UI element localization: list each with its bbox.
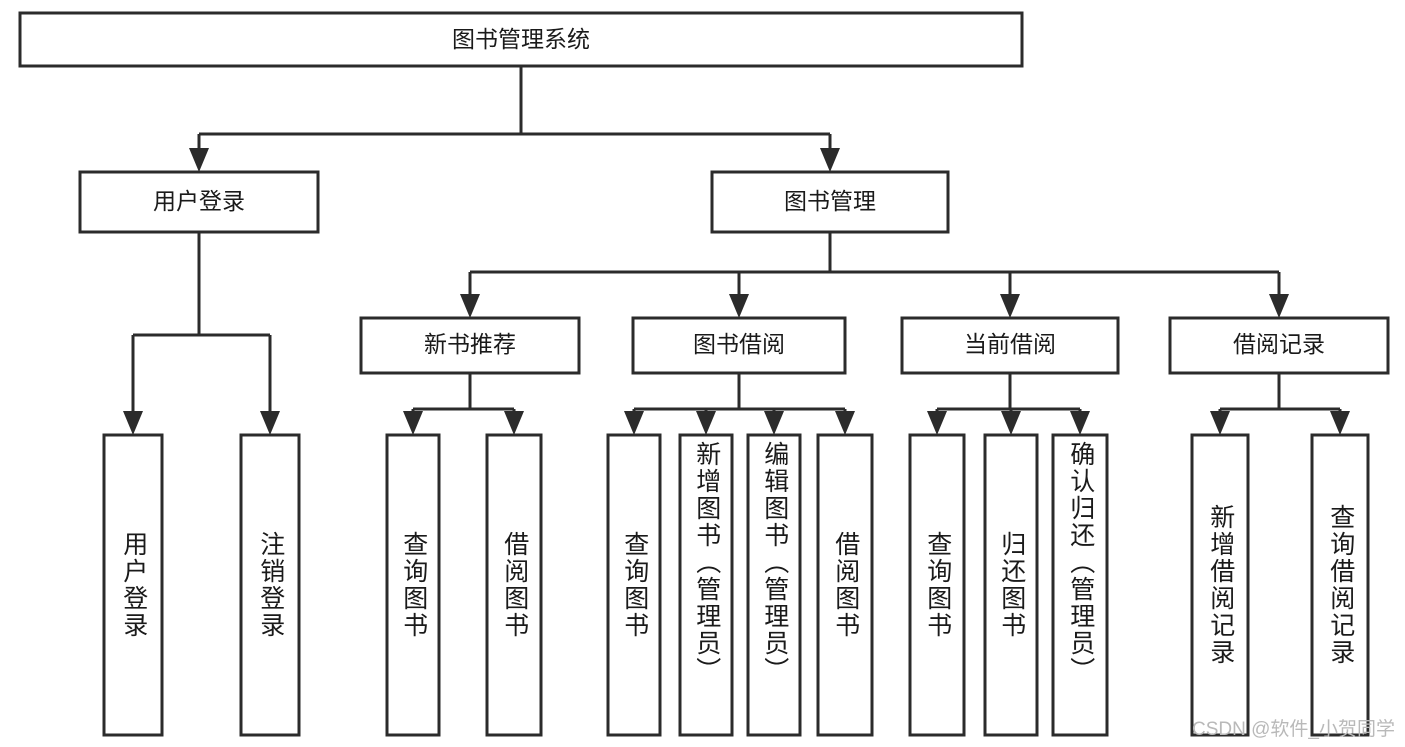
node-book-management-label: 图书管理 <box>784 188 876 214</box>
leaf-box-query-book-current[interactable] <box>908 433 966 737</box>
leaf-box-query-book-borrow[interactable] <box>606 433 662 737</box>
leaf-box-borrow-book-rec[interactable] <box>485 433 543 737</box>
leaf-box-confirm-return-admin[interactable] <box>1051 433 1109 737</box>
arrowhead-current-borrow <box>1000 294 1020 318</box>
node-user-login-box[interactable] <box>78 170 320 234</box>
leaf-box-borrow-book[interactable] <box>816 433 874 737</box>
arrowhead-leaf-confirm-return-admin <box>1070 411 1090 435</box>
node-root-label: 图书管理系统 <box>452 26 590 52</box>
arrowhead-leaf-query-book-current <box>927 411 947 435</box>
node-current-borrow-box[interactable] <box>900 316 1120 375</box>
arrowhead-leaf-query-book-rec <box>403 411 423 435</box>
arrowhead-leaf-borrow-book <box>835 411 855 435</box>
node-user-login-label: 用户登录 <box>153 188 245 214</box>
leaf-box-add-borrow-record[interactable] <box>1190 433 1250 737</box>
arrowhead-book-management <box>820 148 840 172</box>
arrowhead-leaf-add-book-admin <box>696 411 716 435</box>
arrowhead-user-login <box>189 148 209 172</box>
arrowhead-leaf-borrow-book-rec <box>504 411 524 435</box>
arrowhead-leaf-logout <box>260 411 280 435</box>
arrowhead-book-borrow <box>729 294 749 318</box>
arrowhead-borrow-record <box>1269 294 1289 318</box>
arrowhead-leaf-query-borrow-record <box>1330 411 1350 435</box>
leaf-box-query-book-rec[interactable] <box>385 433 441 737</box>
node-new-book-recommend-label: 新书推荐 <box>424 331 516 357</box>
csdn-watermark: CSDN @软件_小贺同学 <box>1192 719 1395 740</box>
node-book-borrow-label: 图书借阅 <box>693 331 785 357</box>
node-root-box[interactable] <box>18 11 1024 68</box>
node-current-borrow-label: 当前借阅 <box>964 331 1056 357</box>
arrowhead-leaf-return-book <box>1001 411 1021 435</box>
arrowhead-leaf-edit-book-admin <box>764 411 784 435</box>
arrowhead-leaf-user-login <box>123 411 143 435</box>
arrowhead-leaf-query-book-borrow <box>624 411 644 435</box>
leaf-box-return-book[interactable] <box>983 433 1039 737</box>
leaf-box-edit-book-admin[interactable] <box>746 433 802 737</box>
arrowhead-new-book-recommend <box>460 294 480 318</box>
arrowhead-leaf-add-borrow-record <box>1210 411 1230 435</box>
leaf-box-add-book-admin[interactable] <box>678 433 734 737</box>
leaf-box-query-borrow-record[interactable] <box>1310 433 1370 737</box>
leaf-box-logout[interactable] <box>239 433 301 737</box>
leaf-box-user-login[interactable] <box>102 433 164 737</box>
node-borrow-record-label: 借阅记录 <box>1233 331 1325 357</box>
node-new-book-recommend-box[interactable] <box>359 316 581 375</box>
